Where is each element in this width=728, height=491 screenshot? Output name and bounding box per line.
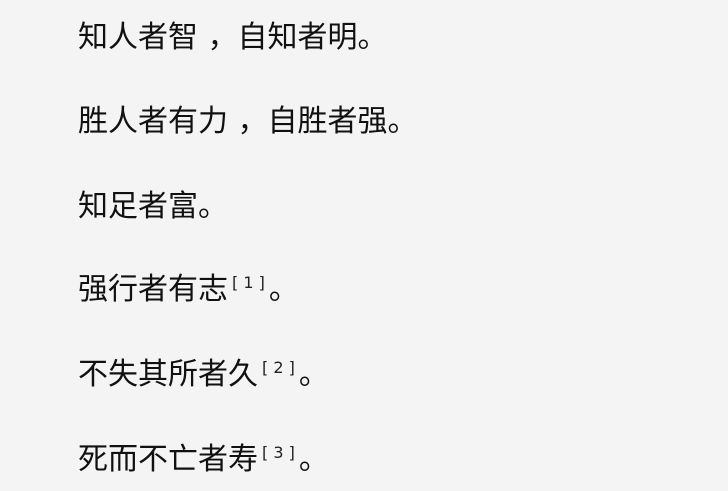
line-text: 知足者富。	[78, 189, 228, 224]
text-line-1: 知人者智 ，自知者明。	[78, 18, 388, 58]
line-text: 强行者有志	[78, 272, 228, 307]
text-line-2: 胜人者有力 ，自胜者强。	[78, 102, 418, 142]
text-line-5: 不失其所者久[ 2 ]。	[78, 355, 329, 395]
line-end: 。	[298, 442, 329, 477]
text-line-4: 强行者有志[ 1 ]。	[78, 270, 299, 310]
footnote-ref-2[interactable]: [ 2 ]	[262, 358, 295, 377]
line-end: 。	[268, 272, 299, 307]
line-end: 。	[298, 357, 329, 392]
line-text: 死而不亡者寿	[78, 442, 258, 477]
footnote-ref-3[interactable]: [ 3 ]	[262, 443, 295, 462]
line-text: 不失其所者久	[78, 357, 258, 392]
footnote-ref-1[interactable]: [ 1 ]	[232, 273, 265, 292]
line-text: 知人者智 ，自知者明。	[78, 20, 388, 55]
line-text: 胜人者有力 ，自胜者强。	[78, 104, 418, 139]
text-line-6: 死而不亡者寿[ 3 ]。	[78, 440, 329, 480]
text-line-3: 知足者富。	[78, 187, 228, 227]
